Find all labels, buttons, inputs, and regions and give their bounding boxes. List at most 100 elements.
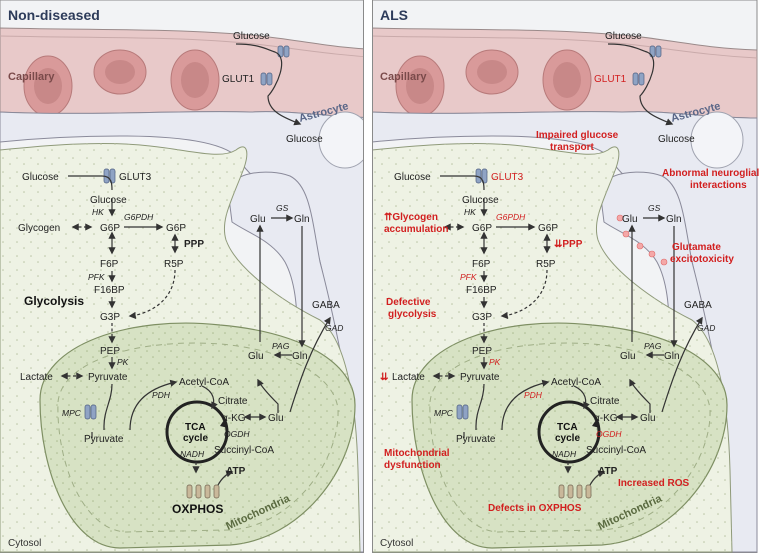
lactate: Lactate [392, 372, 425, 383]
glucose-inner: Glucose [462, 195, 499, 206]
mitochondrial-dysfunction-1: Mitochondrial [384, 448, 450, 459]
pep: PEP [472, 346, 492, 357]
r5p: R5P [164, 259, 184, 270]
gaba: GABA [312, 300, 340, 311]
glut1-label: GLUT1 [594, 74, 627, 85]
pk-enzyme: PK [117, 357, 129, 367]
glu-top: Glu [622, 214, 638, 225]
akg: α-KG [222, 413, 246, 424]
abnormal-neuroglial-2: interactions [690, 180, 747, 191]
akg: α-KG [594, 413, 618, 424]
defective-glycolysis-1: Defective [386, 297, 431, 308]
gad-enzyme: GAD [697, 323, 715, 333]
impaired-glucose-transport-1: Impaired glucose [536, 130, 619, 141]
pdh-enzyme: PDH [152, 390, 171, 400]
hk-enzyme: HK [92, 207, 104, 217]
pyruvate-mito: Pyruvate [456, 434, 496, 445]
hk-enzyme: HK [464, 207, 476, 217]
glu-mid: Glu [248, 351, 264, 362]
mpc-transporter: MPC [434, 408, 454, 418]
panel-title: ALS [380, 7, 408, 23]
cycle-label: cycle [555, 433, 580, 444]
acetyl-coa: Acetyl-CoA [551, 377, 601, 388]
gad-enzyme: GAD [325, 323, 343, 333]
mpc-transporter: MPC [62, 408, 82, 418]
f6p: F6P [472, 259, 491, 270]
succinyl-coa: Succinyl-CoA [214, 445, 274, 456]
glu-mito: Glu [268, 413, 284, 424]
g6pdh-enzyme: G6PDH [124, 212, 154, 222]
glucose-astrocyte: Glucose [286, 134, 323, 145]
glycogen-accumulation-2: accumulation [384, 224, 448, 235]
g3p: G3P [472, 312, 492, 323]
lactate-decrease: ⇊ [380, 372, 389, 383]
glu-top: Glu [250, 214, 266, 225]
atp: ATP [226, 466, 246, 477]
defective-glycolysis-2: glycolysis [388, 309, 437, 320]
pfk-enzyme: PFK [460, 272, 477, 282]
citrate: Citrate [590, 396, 620, 407]
pk-enzyme: PK [489, 357, 501, 367]
g6p: G6P [100, 223, 120, 234]
glutamate-excitotoxicity-2: excitotoxicity [670, 254, 734, 265]
atp: ATP [598, 466, 618, 477]
glucose-outer: Glucose [22, 172, 59, 183]
panel-non-diseased: Non-diseased Capillary Astrocyte Mitocho… [0, 0, 385, 553]
capillary-label: Capillary [380, 71, 427, 83]
f16bp: F16BP [94, 285, 125, 296]
pyruvate: Pyruvate [460, 372, 500, 383]
pag-enzyme: PAG [272, 341, 290, 351]
g3p: G3P [100, 312, 120, 323]
glut1-label: GLUT1 [222, 74, 255, 85]
glucose-blood: Glucose [605, 31, 642, 42]
glucose-outer: Glucose [394, 172, 431, 183]
capillary-label: Capillary [8, 71, 55, 83]
glycogen: Glycogen [18, 223, 60, 234]
nadh: NADH [552, 449, 577, 459]
gs-enzyme: GS [276, 203, 289, 213]
glucose-astrocyte: Glucose [658, 134, 695, 145]
pyruvate-mito: Pyruvate [84, 434, 124, 445]
gln-top: Gln [294, 214, 310, 225]
gs-enzyme: GS [648, 203, 661, 213]
glu-mito: Glu [640, 413, 656, 424]
glycolysis-label: Glycolysis [24, 294, 84, 308]
pep: PEP [100, 346, 120, 357]
glycogen-accumulation-1: ⇈Glycogen [384, 212, 438, 223]
cytosol-label: Cytosol [8, 538, 41, 549]
glut3-label: GLUT3 [491, 172, 524, 183]
gln-top: Gln [666, 214, 682, 225]
g6p: G6P [472, 223, 492, 234]
excitotoxicity-marks [616, 214, 668, 266]
panel-als: ALS Capillary Astrocyte Mitochondria Cyt… [372, 0, 759, 553]
f16bp: F16BP [466, 285, 497, 296]
g6p-right: G6P [538, 223, 558, 234]
cycle-label: cycle [183, 433, 208, 444]
pag-enzyme: PAG [644, 341, 662, 351]
pdh-enzyme: PDH [524, 390, 543, 400]
ppp-label: ⇊PPP [554, 239, 583, 250]
tca-label: TCA [185, 422, 206, 433]
glut3-label: GLUT3 [119, 172, 152, 183]
increased-ros: Increased ROS [618, 478, 689, 489]
g6p-right: G6P [166, 223, 186, 234]
panel-title: Non-diseased [8, 7, 100, 23]
tca-label: TCA [557, 422, 578, 433]
ogdh-enzyme: OGDH [224, 429, 250, 439]
glutamate-excitotoxicity-1: Glutamate [672, 242, 721, 253]
cytosol-label: Cytosol [380, 538, 413, 549]
f6p: F6P [100, 259, 119, 270]
lactate: Lactate [20, 372, 53, 383]
pfk-enzyme: PFK [88, 272, 105, 282]
gln-mid: Gln [664, 351, 680, 362]
ppp-label: PPP [184, 239, 204, 250]
gaba: GABA [684, 300, 712, 311]
defects-in-oxphos: Defects in OXPHOS [488, 503, 582, 514]
glu-mid: Glu [620, 351, 636, 362]
r5p: R5P [536, 259, 556, 270]
nadh: NADH [180, 449, 205, 459]
glucose-inner: Glucose [90, 195, 127, 206]
ogdh-enzyme: OGDH [596, 429, 622, 439]
glucose-blood: Glucose [233, 31, 270, 42]
